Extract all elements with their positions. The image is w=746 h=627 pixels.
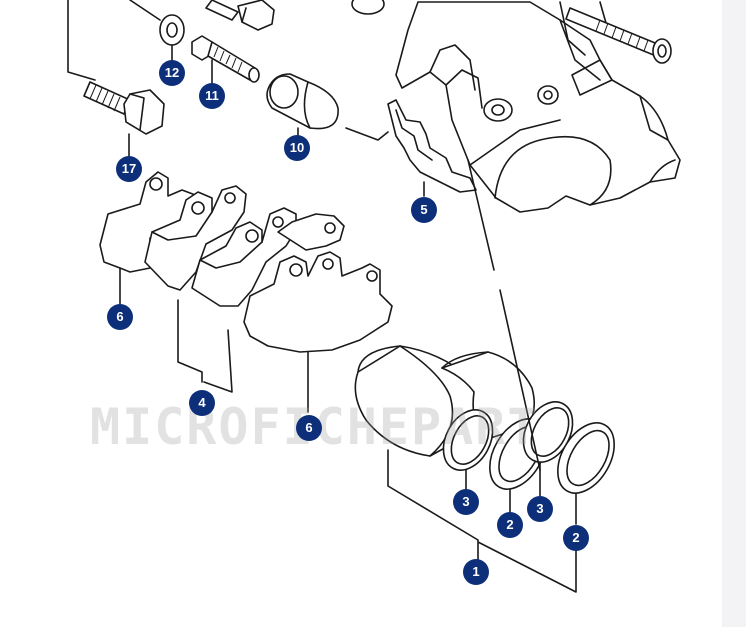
bleeder-screw-part-11 <box>191 35 260 85</box>
brake-pad-part-4-b <box>191 207 345 307</box>
bleeder-cap-part-10 <box>266 73 339 137</box>
callout-6-rear-pad[interactable]: 6 <box>107 304 133 330</box>
bolt-top <box>205 0 275 31</box>
dust-seal-part-2-b <box>557 422 615 525</box>
callout-3-left[interactable]: 3 <box>453 489 479 515</box>
callout-10[interactable]: 10 <box>284 135 310 161</box>
callout-17[interactable]: 17 <box>116 156 142 182</box>
callout-2-right[interactable]: 2 <box>563 525 589 551</box>
leader-bracket-4 <box>177 299 233 393</box>
mounting-bolt-part-17 <box>83 81 165 157</box>
callout-6-front-pad[interactable]: 6 <box>296 415 322 441</box>
callout-12[interactable]: 12 <box>159 60 185 86</box>
reference-line <box>467 159 541 471</box>
seal-ring-part-3-a <box>442 409 494 491</box>
caliper-body <box>351 0 681 213</box>
callout-5[interactable]: 5 <box>411 197 437 223</box>
callout-11[interactable]: 11 <box>199 83 225 109</box>
leader-line-17 <box>67 0 96 81</box>
callout-2-left[interactable]: 2 <box>497 512 523 538</box>
brake-pad-front-part-6 <box>243 251 393 413</box>
right-edge-strip <box>722 0 746 627</box>
leader-bracket-1 <box>387 449 577 593</box>
slide-bolt <box>565 7 672 64</box>
callout-4[interactable]: 4 <box>189 390 215 416</box>
leader-line-12 <box>129 0 161 21</box>
callout-3-right[interactable]: 3 <box>527 496 553 522</box>
callout-1[interactable]: 1 <box>463 559 489 585</box>
washer-part-12 <box>159 14 185 61</box>
brake-pad-part-4-a <box>144 185 247 291</box>
